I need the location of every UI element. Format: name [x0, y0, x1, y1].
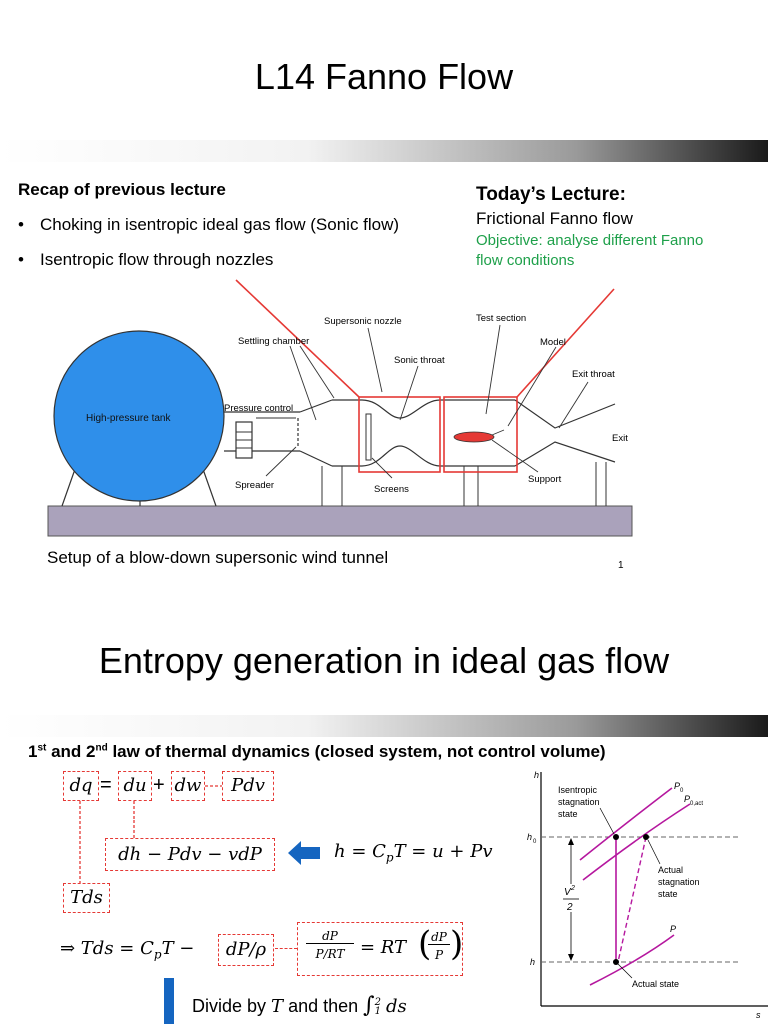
v-label: V — [564, 887, 572, 898]
base-platform — [47, 505, 633, 537]
exit-label: Exit — [612, 433, 628, 444]
slide2-title: Entropy generation in ideal gas flow — [98, 640, 670, 681]
recap-bullet-2: •Isentropic flow through nozzles — [18, 250, 274, 269]
p0-label: P — [674, 781, 680, 791]
actual-label-1: Actual — [658, 865, 683, 875]
objective-line-2: flow conditions — [476, 252, 575, 269]
pdv-box: Pdv — [222, 771, 274, 801]
p0act-sub-label: 0,act — [690, 801, 703, 807]
isentropic-label-3: state — [558, 809, 578, 819]
p0-curve — [579, 787, 673, 861]
sonic-throat-label: Sonic throat — [394, 355, 445, 366]
today-topic: Frictional Fanno flow — [476, 209, 633, 228]
paren-numerator: dP — [428, 930, 450, 945]
isentropic-label-1: Isentropic — [558, 785, 598, 795]
screens — [365, 413, 372, 461]
pressure-control-label: Pressure control — [224, 403, 293, 414]
model — [453, 431, 495, 443]
p0act-label: P — [684, 794, 690, 804]
actual-label-2: stagnation — [658, 877, 700, 887]
title-divider-bar — [0, 715, 768, 737]
title-divider-bar — [0, 140, 768, 162]
test-section-highlight-box — [443, 396, 518, 473]
connector-lines — [79, 785, 222, 883]
test-section-label: Test section — [476, 313, 526, 324]
s-axis-label: s — [756, 1010, 761, 1020]
left-paren: ( — [418, 924, 432, 964]
enthalpy-equation: h = CpT = u + Pv — [334, 841, 493, 865]
objective-line-1: Objective: analyse different Fanno — [476, 232, 704, 249]
p0-sub-label: 0 — [680, 788, 684, 794]
bullet-icon: • — [18, 215, 24, 234]
h-s-diagram: h s V 2 2 Isentropic stagnation state P … — [527, 770, 768, 1020]
two-label: 2 — [566, 902, 573, 913]
screens-label: Screens — [374, 484, 409, 495]
ideal-gas-box — [297, 922, 463, 976]
fraction-numerator: dP — [306, 929, 354, 944]
page-number: 1 — [618, 560, 624, 571]
du-box: du — [118, 771, 152, 801]
left-arrow-icon — [288, 841, 320, 865]
today-heading: Today’s Lecture: — [476, 184, 626, 205]
p0act-curve — [582, 803, 691, 881]
dq-box: dq — [63, 771, 99, 801]
rt-term: = RT — [360, 937, 407, 958]
right-paren: ) — [450, 924, 464, 964]
tds-equation: ⇒ Tds = CpT − — [60, 938, 195, 962]
supersonic-nozzle-label: Supersonic nozzle — [324, 316, 402, 327]
actual-state-label: Actual state — [632, 979, 679, 989]
tank-label: High-pressure tank — [86, 413, 171, 424]
connector-dash — [275, 948, 297, 949]
h0-sub-label: 0 — [533, 839, 537, 845]
dw-box: dw — [171, 771, 205, 801]
settling-chamber-label: Settling chamber — [238, 336, 309, 347]
tds-box: Tds — [63, 883, 110, 913]
fraction-denominator: P/RT — [315, 947, 345, 961]
support-label: Support — [528, 474, 562, 485]
dh-box: dh − Pdv − vdP — [105, 838, 275, 871]
bullet-icon: • — [18, 250, 24, 269]
h0-label: h — [527, 832, 532, 842]
paren-denominator: P — [434, 948, 444, 962]
h-axis-label: h — [534, 770, 539, 780]
p-label: P — [670, 924, 676, 934]
figure-caption: Setup of a blow-down supersonic wind tun… — [47, 548, 389, 567]
model-label: Model — [540, 337, 566, 348]
dp-rho-box: dP/ρ — [218, 934, 274, 966]
recap-bullet-1: •Choking in isentropic ideal gas flow (S… — [18, 215, 400, 234]
slide1-title: L14 Fanno Flow — [254, 56, 514, 97]
actual-label-3: state — [658, 889, 678, 899]
plus-sign: + — [153, 774, 165, 796]
p-curve — [589, 934, 675, 986]
v-squared-label: 2 — [570, 885, 575, 892]
high-pressure-tank — [53, 330, 225, 502]
law-heading: 1st and 2nd law of thermal dynamics (clo… — [28, 742, 606, 761]
equals-sign: = — [100, 774, 112, 796]
nozzle-highlight-box — [358, 396, 441, 473]
spreader-label: Spreader — [235, 480, 274, 491]
exit-throat-label: Exit throat — [572, 369, 615, 380]
blue-marker-bar — [164, 978, 174, 1024]
recap-heading: Recap of previous lecture — [18, 180, 226, 199]
isentropic-label-2: stagnation — [558, 797, 600, 807]
h-label: h — [530, 957, 535, 967]
wind-tunnel-diagram: High-pressure tank — [47, 279, 633, 537]
